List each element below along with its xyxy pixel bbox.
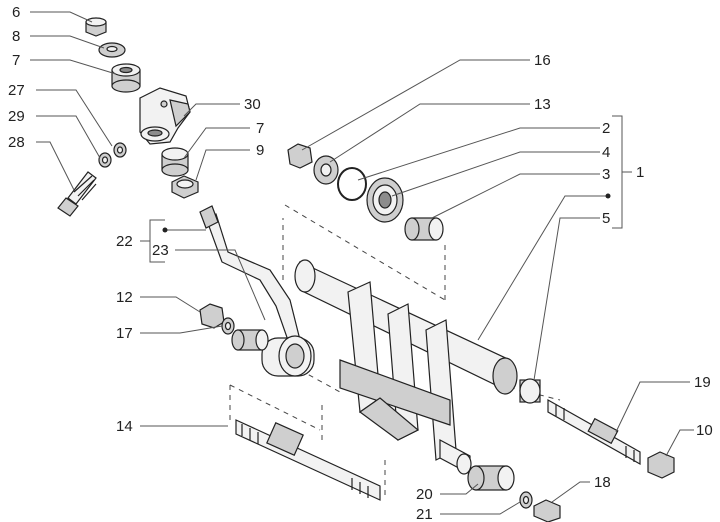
- callout-27: 27: [8, 82, 25, 99]
- callout-7-lower: 7: [256, 120, 264, 137]
- part-1-swing-frame: [294, 259, 518, 475]
- part-13-washer: [313, 155, 339, 185]
- callout-5: 5: [602, 210, 610, 227]
- part-16-nut: [287, 143, 313, 169]
- callout-21: 21: [416, 506, 433, 522]
- callout-1: 1: [636, 164, 644, 181]
- part-2-circlip: [337, 167, 367, 201]
- part-23-arm: [199, 205, 315, 377]
- part-7-bushing-upper: [111, 63, 141, 93]
- part-12-nut: [199, 303, 225, 329]
- callout-labels: 6 8 7 27 29 28 30 7 9 16 13 2 4 3 1 5 22…: [8, 4, 713, 522]
- callout-12: 12: [116, 289, 133, 306]
- part-5-sleeve: [519, 378, 541, 404]
- callout-20: 20: [416, 486, 433, 503]
- part-10-nut: [647, 451, 675, 479]
- part-23-bushing: [231, 329, 269, 351]
- part-21-washer: [519, 491, 533, 509]
- callout-2: 2: [602, 120, 610, 137]
- callout-16: 16: [534, 52, 551, 69]
- callout-30: 30: [244, 96, 261, 113]
- callout-dot-22: [162, 227, 168, 233]
- part-28-bolt: [57, 171, 97, 217]
- part-6-nut: [85, 17, 107, 37]
- callout-17: 17: [116, 325, 133, 342]
- part-3-bushing: [404, 217, 444, 241]
- part-19-shaft: [547, 398, 641, 466]
- callout-18: 18: [594, 474, 611, 491]
- callout-23: 23: [152, 242, 169, 259]
- callout-6: 6: [12, 4, 20, 21]
- callout-9: 9: [256, 142, 264, 159]
- part-14-shaft: [235, 419, 381, 501]
- part-8-washer: [98, 42, 126, 58]
- callout-13: 13: [534, 96, 551, 113]
- callout-14: 14: [116, 418, 133, 435]
- part-9-nut: [171, 175, 199, 199]
- callout-dot-1: [605, 193, 611, 199]
- callout-10: 10: [696, 422, 713, 439]
- part-17-washer: [221, 317, 235, 335]
- part-20-bushing: [467, 465, 515, 491]
- callout-3: 3: [602, 166, 610, 183]
- callout-22: 22: [116, 233, 133, 250]
- callout-19: 19: [694, 374, 711, 391]
- part-18-nut: [533, 499, 561, 522]
- part-27-29-washers: [98, 142, 127, 168]
- callout-4: 4: [602, 144, 610, 161]
- callout-8: 8: [12, 28, 20, 45]
- part-4-bearing: [366, 177, 404, 223]
- callout-7-upper: 7: [12, 52, 20, 69]
- callout-29: 29: [8, 108, 25, 125]
- part-7-bushing-lower: [161, 147, 189, 177]
- leader-lines: [30, 11, 694, 515]
- part-30-bracket: [139, 87, 191, 145]
- callout-28: 28: [8, 134, 25, 151]
